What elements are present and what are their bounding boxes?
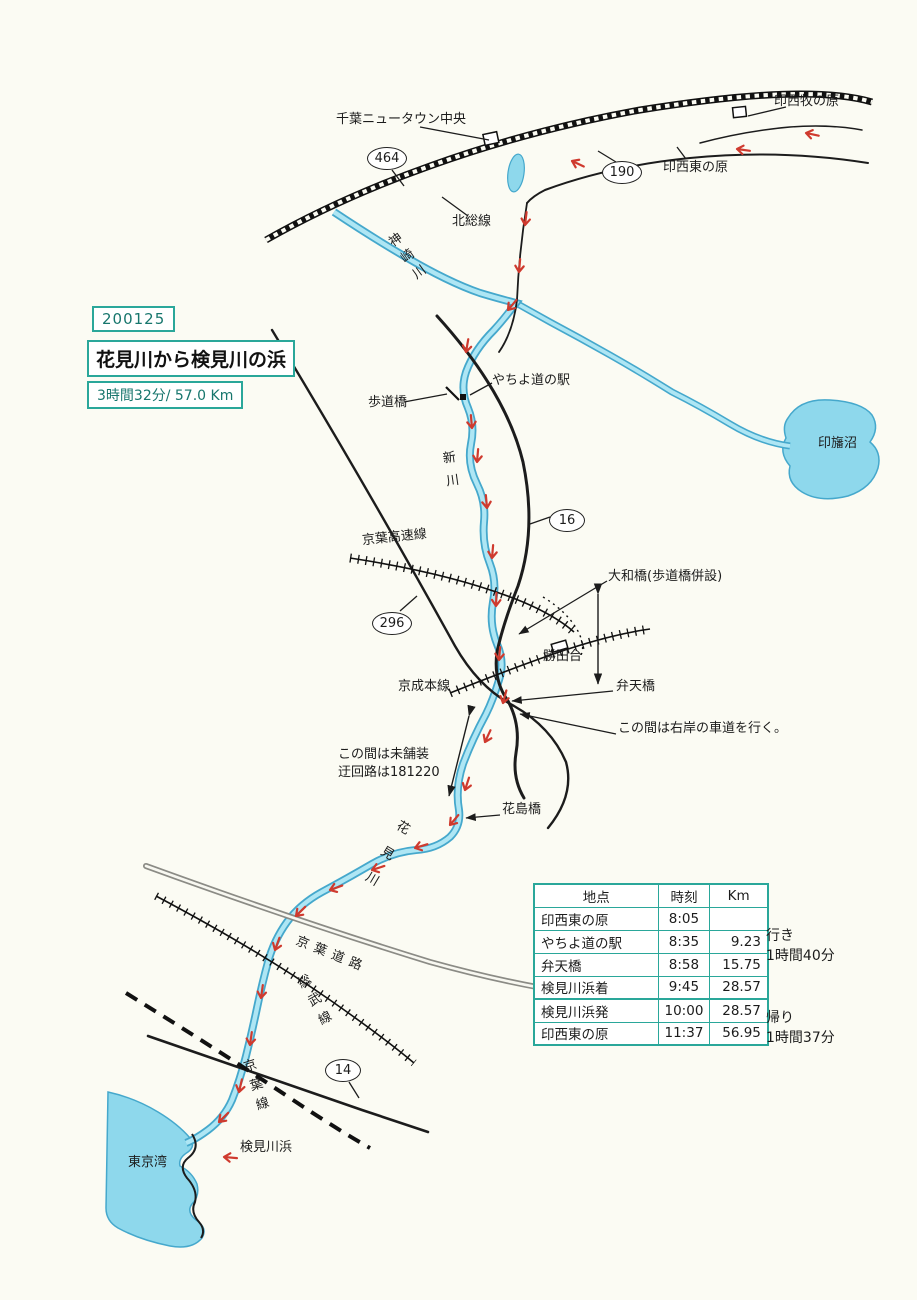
map-date-box: 200125 [92, 306, 176, 332]
label-keisei-main-line: 京成本線 [398, 679, 451, 694]
label-benten-bridge: 弁天橋 [616, 679, 656, 694]
label-right-bank-note: この間は右岸の車道を行く。 [618, 721, 788, 736]
route-shield-296: 296 [372, 612, 412, 635]
cell-time: 11:37 [657, 1021, 711, 1046]
route-shield-14: 14 [325, 1059, 361, 1082]
cell-km: 9.23 [709, 929, 769, 954]
railways [124, 90, 873, 1150]
cell-place: やちよ道の駅 [533, 929, 659, 954]
return-note-duration: 1時間37分 [766, 1030, 835, 1046]
cell-time: 8:58 [657, 952, 711, 977]
table-row: 印西東の原 11:37 56.95 [533, 1021, 769, 1046]
cell-km: 15.75 [709, 952, 769, 977]
header-place: 地点 [533, 883, 659, 908]
label-kemigawahama: 検見川浜 [240, 1140, 293, 1155]
cell-place: 印西東の原 [533, 1021, 659, 1046]
label-inba-numa: 印旛沼 [818, 436, 858, 451]
route-shield-190: 190 [602, 161, 642, 184]
route-shield-16: 16 [549, 509, 585, 532]
cell-km: 28.57 [709, 998, 769, 1023]
cell-km: 56.95 [709, 1021, 769, 1046]
outbound-note-label: 行き [766, 928, 794, 944]
table-row: やちよ道の駅 8:35 9.23 [533, 929, 769, 954]
cell-place: 検見川浜発 [533, 998, 659, 1023]
water-features [105, 153, 880, 1248]
label-hodokyo: 歩道橋 [368, 395, 408, 410]
label-tokyo-bay: 東京湾 [128, 1155, 168, 1170]
map-title-box: 花見川から検見川の浜 [87, 340, 296, 377]
measure-arrows [447, 583, 603, 797]
cell-time: 9:45 [657, 975, 711, 1000]
label-yachiyo-michinoeki: やちよ道の駅 [492, 373, 571, 388]
table-header-row: 地点 時刻 Km [533, 883, 769, 908]
label-inzai-makinohara: 印西牧の原 [774, 94, 840, 109]
header-km: Km [709, 883, 769, 908]
label-unpaved-note-2: 迂回路は181220 [338, 765, 440, 780]
table-row: 検見川浜発 10:00 28.57 [533, 998, 769, 1023]
return-note-label: 帰り [766, 1010, 794, 1026]
cell-place: 弁天橋 [533, 952, 659, 977]
header-time: 時刻 [657, 883, 711, 908]
cell-km [709, 906, 769, 931]
station-markers [445, 105, 748, 653]
route-shield-464: 464 [367, 147, 407, 170]
cell-place: 検見川浜着 [533, 975, 659, 1000]
outbound-note-duration: 1時間40分 [766, 948, 835, 964]
trip-log-table: 地点 時刻 Km 印西東の原 8:05 やちよ道の駅 8:35 9.23 弁天橋… [533, 883, 769, 1046]
label-yamato-bridge: 大和橋(歩道橋併設) [608, 569, 723, 584]
cell-time: 8:05 [657, 906, 711, 931]
label-inzai-higashinohara: 印西東の原 [663, 160, 729, 175]
cell-place: 印西東の原 [533, 906, 659, 931]
label-hanashima-bridge: 花島橋 [502, 802, 542, 817]
label-hokuso-line: 北総線 [452, 214, 492, 229]
cell-time: 8:35 [657, 929, 711, 954]
label-chiba-newtown-chuo: 千葉ニュータウン中央 [336, 112, 467, 127]
table-row: 印西東の原 8:05 [533, 906, 769, 931]
cell-time: 10:00 [657, 998, 711, 1023]
label-unpaved-note-1: この間は未舗装 [338, 747, 430, 762]
table-row: 検見川浜着 9:45 28.57 [533, 975, 769, 1000]
label-katsutadai: 勝田台 [543, 649, 583, 664]
cell-km: 28.57 [709, 975, 769, 1000]
leader-lines [348, 106, 787, 1099]
map-stats-box: 3時間32分/ 57.0 Km [87, 381, 244, 409]
table-row: 弁天橋 8:58 15.75 [533, 952, 769, 977]
